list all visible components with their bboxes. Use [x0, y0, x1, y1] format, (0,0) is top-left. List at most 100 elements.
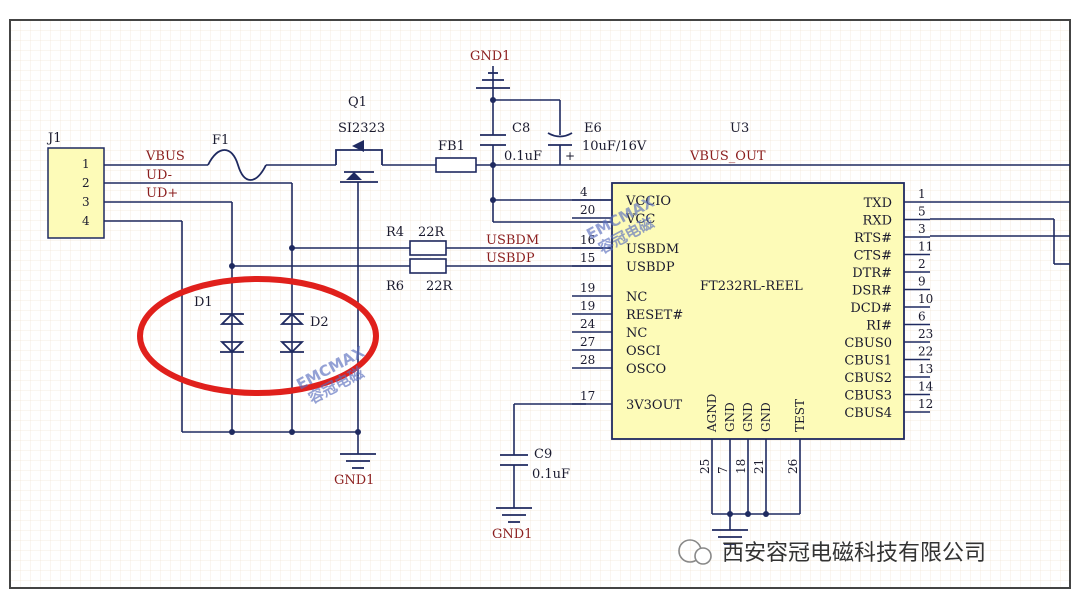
ic-right-pin-number: 14 — [918, 380, 934, 394]
mosfet-part: SI2323 — [338, 121, 385, 136]
ic-bottom-pin-number: 18 — [734, 459, 748, 474]
ic-right-pins: 1TXD5RXD3RTS#11CTS#2DTR#9DSR#10DCD#6RI#2… — [844, 187, 933, 421]
ic-ref: U3 — [730, 121, 749, 136]
schematic-frame — [9, 19, 1071, 589]
diode-d1: D1 — [194, 295, 245, 354]
ic-left-pin-number: 17 — [580, 389, 595, 403]
ic-left-pin-name: OSCO — [626, 362, 666, 377]
ic-left-pin-number: 19 — [580, 299, 595, 313]
ic-left-pin-number: 27 — [580, 335, 595, 349]
cap-c8: C8 0.1uF — [480, 121, 542, 164]
net-ud-plus: UD+ — [146, 186, 178, 201]
diode-d2: D2 — [279, 312, 329, 354]
ferrite-fb1: FB1 — [435, 139, 1070, 173]
d2-ref: D2 — [310, 315, 329, 330]
ic-left-pin-name: NC — [626, 326, 647, 341]
ic-right-pin-number: 2 — [918, 257, 926, 271]
ic-right-pin-number: 22 — [918, 345, 933, 359]
ic-right-pin-number: 23 — [918, 327, 933, 341]
cap-c9: C9 0.1uF — [500, 447, 570, 482]
footer-company: 西安容冠电磁科技有限公司 — [722, 541, 986, 566]
ic-part: FT232RL-REEL — [700, 279, 803, 294]
d1-ref: D1 — [194, 295, 213, 310]
gnd-top-label: GND1 — [470, 49, 510, 64]
r4-value: 22R — [418, 225, 446, 240]
ic-bottom-pin-name: AGND — [705, 394, 719, 433]
ic-right-pin-number: 3 — [918, 222, 926, 236]
ic-right-pin-number: 1 — [918, 187, 926, 201]
connector-ref: J1 — [46, 131, 61, 146]
ic-output-wires — [930, 201, 1070, 265]
ic-bottom-pin-name: TEST — [793, 399, 807, 432]
ic-right-pin-name: RTS# — [854, 231, 892, 246]
net-vbus-out: VBUS_OUT — [689, 149, 766, 164]
net-usbdm: USBDM — [486, 233, 539, 248]
ic-left-pins: 4VCCIO20VCC16USBDM15USBDP19NC19RESET#24N… — [572, 185, 683, 413]
ic-bottom-pin-number: 25 — [698, 459, 712, 474]
net-ud-minus: UD- — [146, 168, 172, 183]
j1-pin-3: 3 — [82, 195, 90, 209]
ferrite-ref: FB1 — [438, 139, 465, 154]
ic-right-pin-number: 5 — [918, 205, 926, 219]
c8-value: 0.1uF — [504, 149, 542, 164]
net-vbus: VBUS — [145, 149, 185, 164]
ic-right-pin-name: DSR# — [852, 284, 892, 299]
ic-left-pin-number: 15 — [580, 251, 595, 265]
ic-left-pin-name: VCCIO — [625, 194, 671, 209]
ic-right-pin-name: DTR# — [852, 266, 892, 281]
ic-u3: FT232RL-REEL — [611, 182, 905, 440]
ic-bottom-pin-number: 21 — [752, 459, 766, 474]
ic-right-pin-name: CBUS0 — [844, 336, 892, 351]
ic-left-pin-number: 4 — [580, 185, 588, 199]
ic-right-pin-name: RXD — [863, 214, 892, 229]
gnd-top: GND1 — [470, 49, 510, 89]
ic-bottom-pin-number: 26 — [786, 459, 800, 474]
ic-right-pin-number: 10 — [918, 292, 933, 306]
ic-bottom-pin-name: GND — [741, 402, 755, 432]
j1-pin-1: 1 — [82, 157, 90, 171]
ic-right-pin-name: TXD — [864, 196, 892, 211]
j1-pin-2: 2 — [82, 176, 90, 190]
mosfet-ref: Q1 — [348, 95, 367, 110]
r4-ref: R4 — [386, 225, 404, 240]
ic-left-pin-name: USBDP — [626, 260, 675, 275]
r6-value: 22R — [426, 279, 454, 294]
ic-ground-bus — [712, 513, 800, 530]
ic-right-pin-number: 12 — [918, 397, 933, 411]
ic-right-pin-number: 6 — [918, 310, 926, 324]
gnd-c9: GND1 — [492, 507, 532, 542]
ic-right-pin-name: CBUS4 — [844, 406, 892, 421]
j1-pin-4: 4 — [82, 214, 90, 228]
ic-left-pin-number: 16 — [580, 233, 595, 247]
ic-bottom-pin-name: GND — [759, 402, 773, 432]
ic-right-pin-name: CBUS1 — [844, 354, 892, 369]
mosfet-q1: Q1 SI2323 — [335, 95, 436, 454]
ic-right-pin-name: CTS# — [854, 249, 892, 264]
highlight-ellipse — [137, 276, 379, 396]
fuse-ref: F1 — [212, 133, 229, 148]
ic-left-pin-number: 19 — [580, 281, 595, 295]
svg-text:+: + — [565, 149, 575, 163]
ic-left-pin-number: 28 — [580, 353, 595, 367]
ic-left-pin-name: 3V3OUT — [626, 398, 683, 413]
c9-wires — [513, 403, 586, 508]
ic-right-pin-number: 9 — [918, 275, 926, 289]
ic-left-pin-name: VCC — [625, 212, 655, 227]
ic-bottom-pin-name: GND — [723, 402, 737, 432]
gnd-diodes-label: GND1 — [334, 473, 374, 488]
ic-right-pin-name: DCD# — [850, 301, 892, 316]
c9-ref: C9 — [534, 447, 552, 462]
fuse-f1: F1 — [207, 133, 336, 181]
gnd-c9-label: GND1 — [492, 527, 532, 542]
ic-left-pin-name: USBDM — [626, 242, 679, 257]
ic-right-pin-name: CBUS3 — [844, 389, 892, 404]
ic-right-pin-number: 11 — [918, 240, 933, 254]
ic-left-pin-name: NC — [626, 290, 647, 305]
gnd-ic — [712, 529, 748, 545]
ic-right-pin-name: CBUS2 — [844, 371, 892, 386]
cap-e6: + E6 10uF/16V — [547, 121, 647, 163]
ic-left-pin-name: RESET# — [626, 308, 683, 323]
c8-ref: C8 — [512, 121, 530, 136]
footer-brand: 西安容冠电磁科技有限公司 — [678, 539, 986, 566]
ic-left-pin-name: OSCI — [626, 344, 661, 359]
